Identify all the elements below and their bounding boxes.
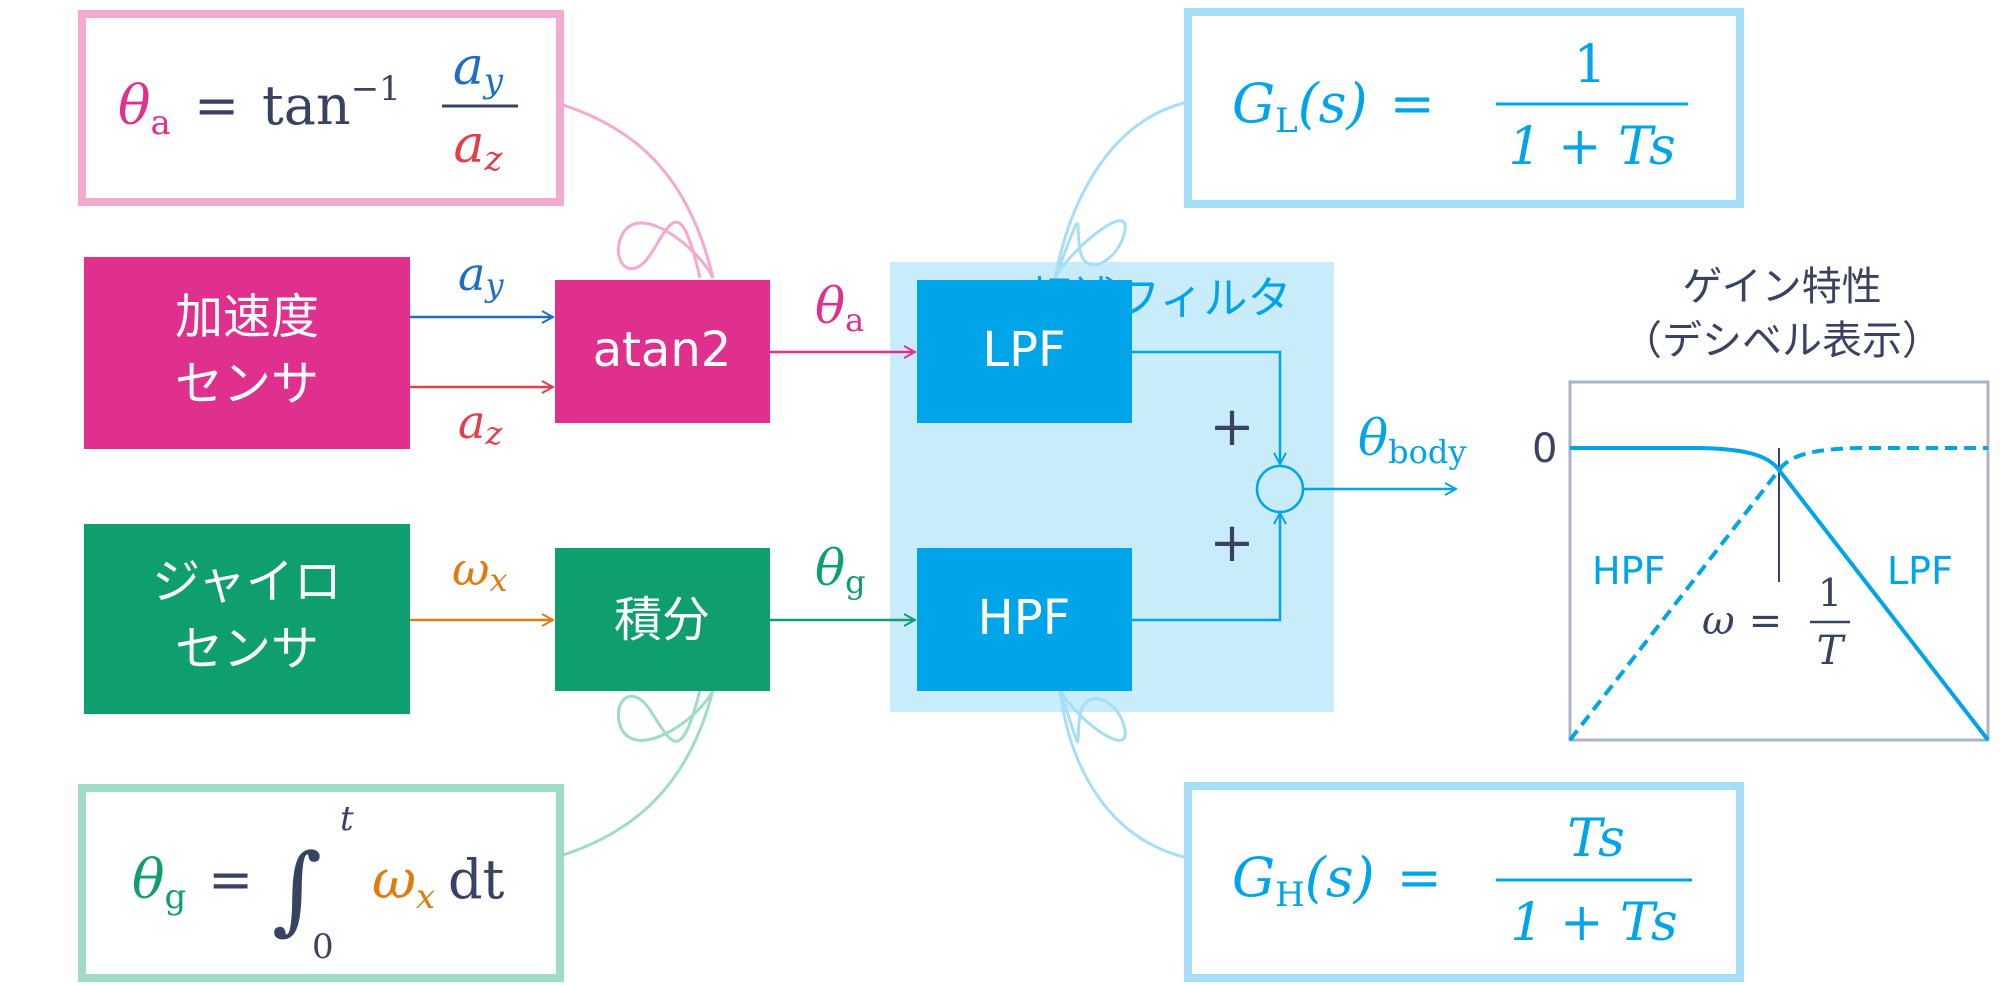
atan2-label: atan2: [593, 322, 732, 378]
connector-curl-integral: [562, 689, 715, 857]
formula-theta-g-lower: 0: [312, 927, 334, 967]
arrow-hpf-to-sum: [1132, 513, 1280, 622]
connector-curl-atan2: [562, 103, 715, 279]
formula-gh-denominator: 1 + Ts: [1510, 893, 1677, 953]
connector-curl-lpf: [1053, 100, 1189, 279]
hpf-gain-curve: [1568, 446, 1988, 742]
signal-theta-body: θbody: [1358, 409, 1466, 471]
formula-gl-numerator: 1: [1573, 35, 1606, 95]
formula-gl-denominator: 1 + Ts: [1508, 117, 1675, 177]
formula-theta-g-integral: ∫: [272, 833, 322, 945]
lpf-gain-curve: [1570, 446, 1990, 742]
signal-az: az: [458, 395, 503, 452]
formula-theta-a-equals: =: [194, 74, 239, 137]
gyro-block: [84, 524, 410, 714]
hpf-block: [917, 548, 1132, 691]
formula-theta-a-box: [78, 10, 564, 206]
formula-theta-g-integrand: ωx: [372, 848, 435, 917]
integral-block: [555, 548, 770, 691]
accelerometer-label-line1: 加速度: [175, 289, 319, 345]
atan2-block: [555, 280, 770, 423]
lpf-block: [917, 280, 1132, 423]
integral-label: 積分: [614, 592, 710, 648]
formula-theta-g-upper: t: [340, 799, 354, 839]
formula-gh-numerator: Ts: [1567, 809, 1625, 869]
gyro-label-line1: ジャイロ: [152, 554, 342, 610]
formula-theta-g-equals: =: [208, 848, 253, 911]
signal-theta-a: θa: [815, 277, 864, 339]
sum-plus-top: +: [1209, 395, 1254, 458]
hpf-label: HPF: [978, 590, 1071, 646]
gain-plot-cutoff-lhs: ω=: [1702, 598, 1782, 644]
gain-plot-title-line2: （デシベル表示）: [1622, 318, 1942, 364]
formula-gh-lhs: GH(s)=: [1232, 846, 1442, 915]
formula-theta-g-dt: dt: [448, 848, 505, 911]
gain-plot-cutoff-numerator: 1: [1818, 571, 1842, 615]
signal-omega-x: ωx: [452, 542, 508, 599]
formula-theta-g-box: [78, 784, 564, 982]
formula-theta-a-denominator: az: [454, 115, 504, 179]
arrow-lpf-to-sum: [1132, 350, 1280, 464]
gain-plot-zero-label: 0: [1532, 426, 1557, 472]
gain-plot-hpf-label: HPF: [1592, 549, 1665, 593]
formula-gl-box: [1184, 8, 1744, 208]
accelerometer-block: [84, 257, 410, 449]
connector-curl-hpf: [1058, 689, 1189, 860]
formula-gh-box: [1184, 782, 1744, 982]
accelerometer-label-line2: センサ: [175, 356, 319, 412]
formula-theta-a-numerator: ay: [453, 37, 504, 101]
formula-theta-g-lhs: θg: [132, 848, 186, 917]
gyro-label-line2: センサ: [175, 621, 319, 677]
signal-ay: ay: [458, 247, 504, 304]
lpf-label: LPF: [982, 322, 1065, 378]
formula-gl-lhs: GL(s)=: [1232, 72, 1435, 141]
gain-plot-lpf-label: LPF: [1887, 549, 1953, 593]
formula-theta-a-lhs: θa: [118, 74, 171, 143]
gain-plot-title-line1: ゲイン特性: [1682, 264, 1881, 310]
sum-plus-bottom: +: [1209, 511, 1254, 574]
formula-theta-a-tan: tan−1: [262, 69, 401, 137]
signal-theta-g: θg: [815, 539, 866, 601]
gain-plot-cutoff-denominator: T: [1817, 628, 1847, 674]
